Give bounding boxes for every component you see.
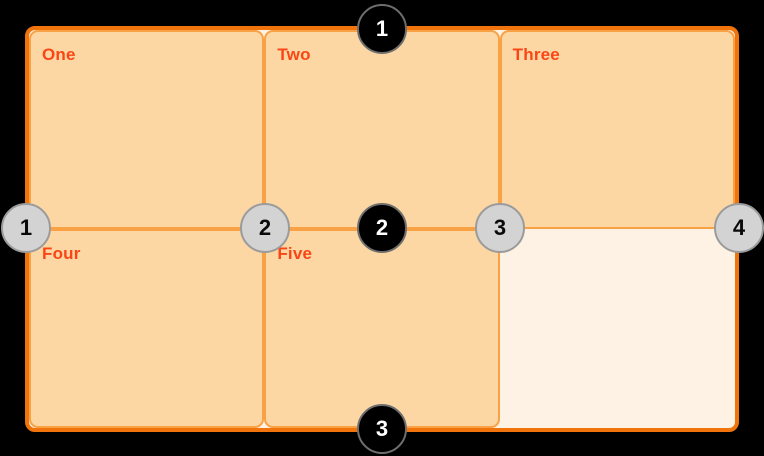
row-line-number: 2 xyxy=(375,215,389,240)
column-line-badge-3: 3 xyxy=(475,203,525,253)
grid-cell-four: Four xyxy=(29,229,265,428)
row-line-badge-1: 1 xyxy=(357,4,407,54)
cell-label: Two xyxy=(277,45,311,64)
column-line-number: 1 xyxy=(19,215,33,240)
row-line-number: 1 xyxy=(375,16,389,41)
grid-cell-empty xyxy=(500,229,735,428)
column-line-badge-4: 4 xyxy=(714,203,764,253)
cell-label: Four xyxy=(42,244,81,263)
grid-cell-three: Three xyxy=(499,30,735,229)
cell-label: Five xyxy=(277,244,313,263)
cell-label: One xyxy=(42,45,76,64)
cell-label: Three xyxy=(512,45,560,64)
column-line-number: 2 xyxy=(258,215,272,240)
column-line-badge-2: 2 xyxy=(240,203,290,253)
row-line-badge-2: 2 xyxy=(357,203,407,253)
grid-cell-two: Two xyxy=(264,30,500,229)
grid-cell-five: Five xyxy=(264,229,500,428)
row-line-badge-3: 3 xyxy=(357,404,407,454)
grid-cell-one: One xyxy=(29,30,265,229)
grid-container: One Two Three Four Five xyxy=(25,26,739,432)
row-line-number: 3 xyxy=(375,416,389,441)
column-line-number: 4 xyxy=(732,215,746,240)
column-line-number: 3 xyxy=(493,215,507,240)
column-line-badge-1: 1 xyxy=(1,203,51,253)
